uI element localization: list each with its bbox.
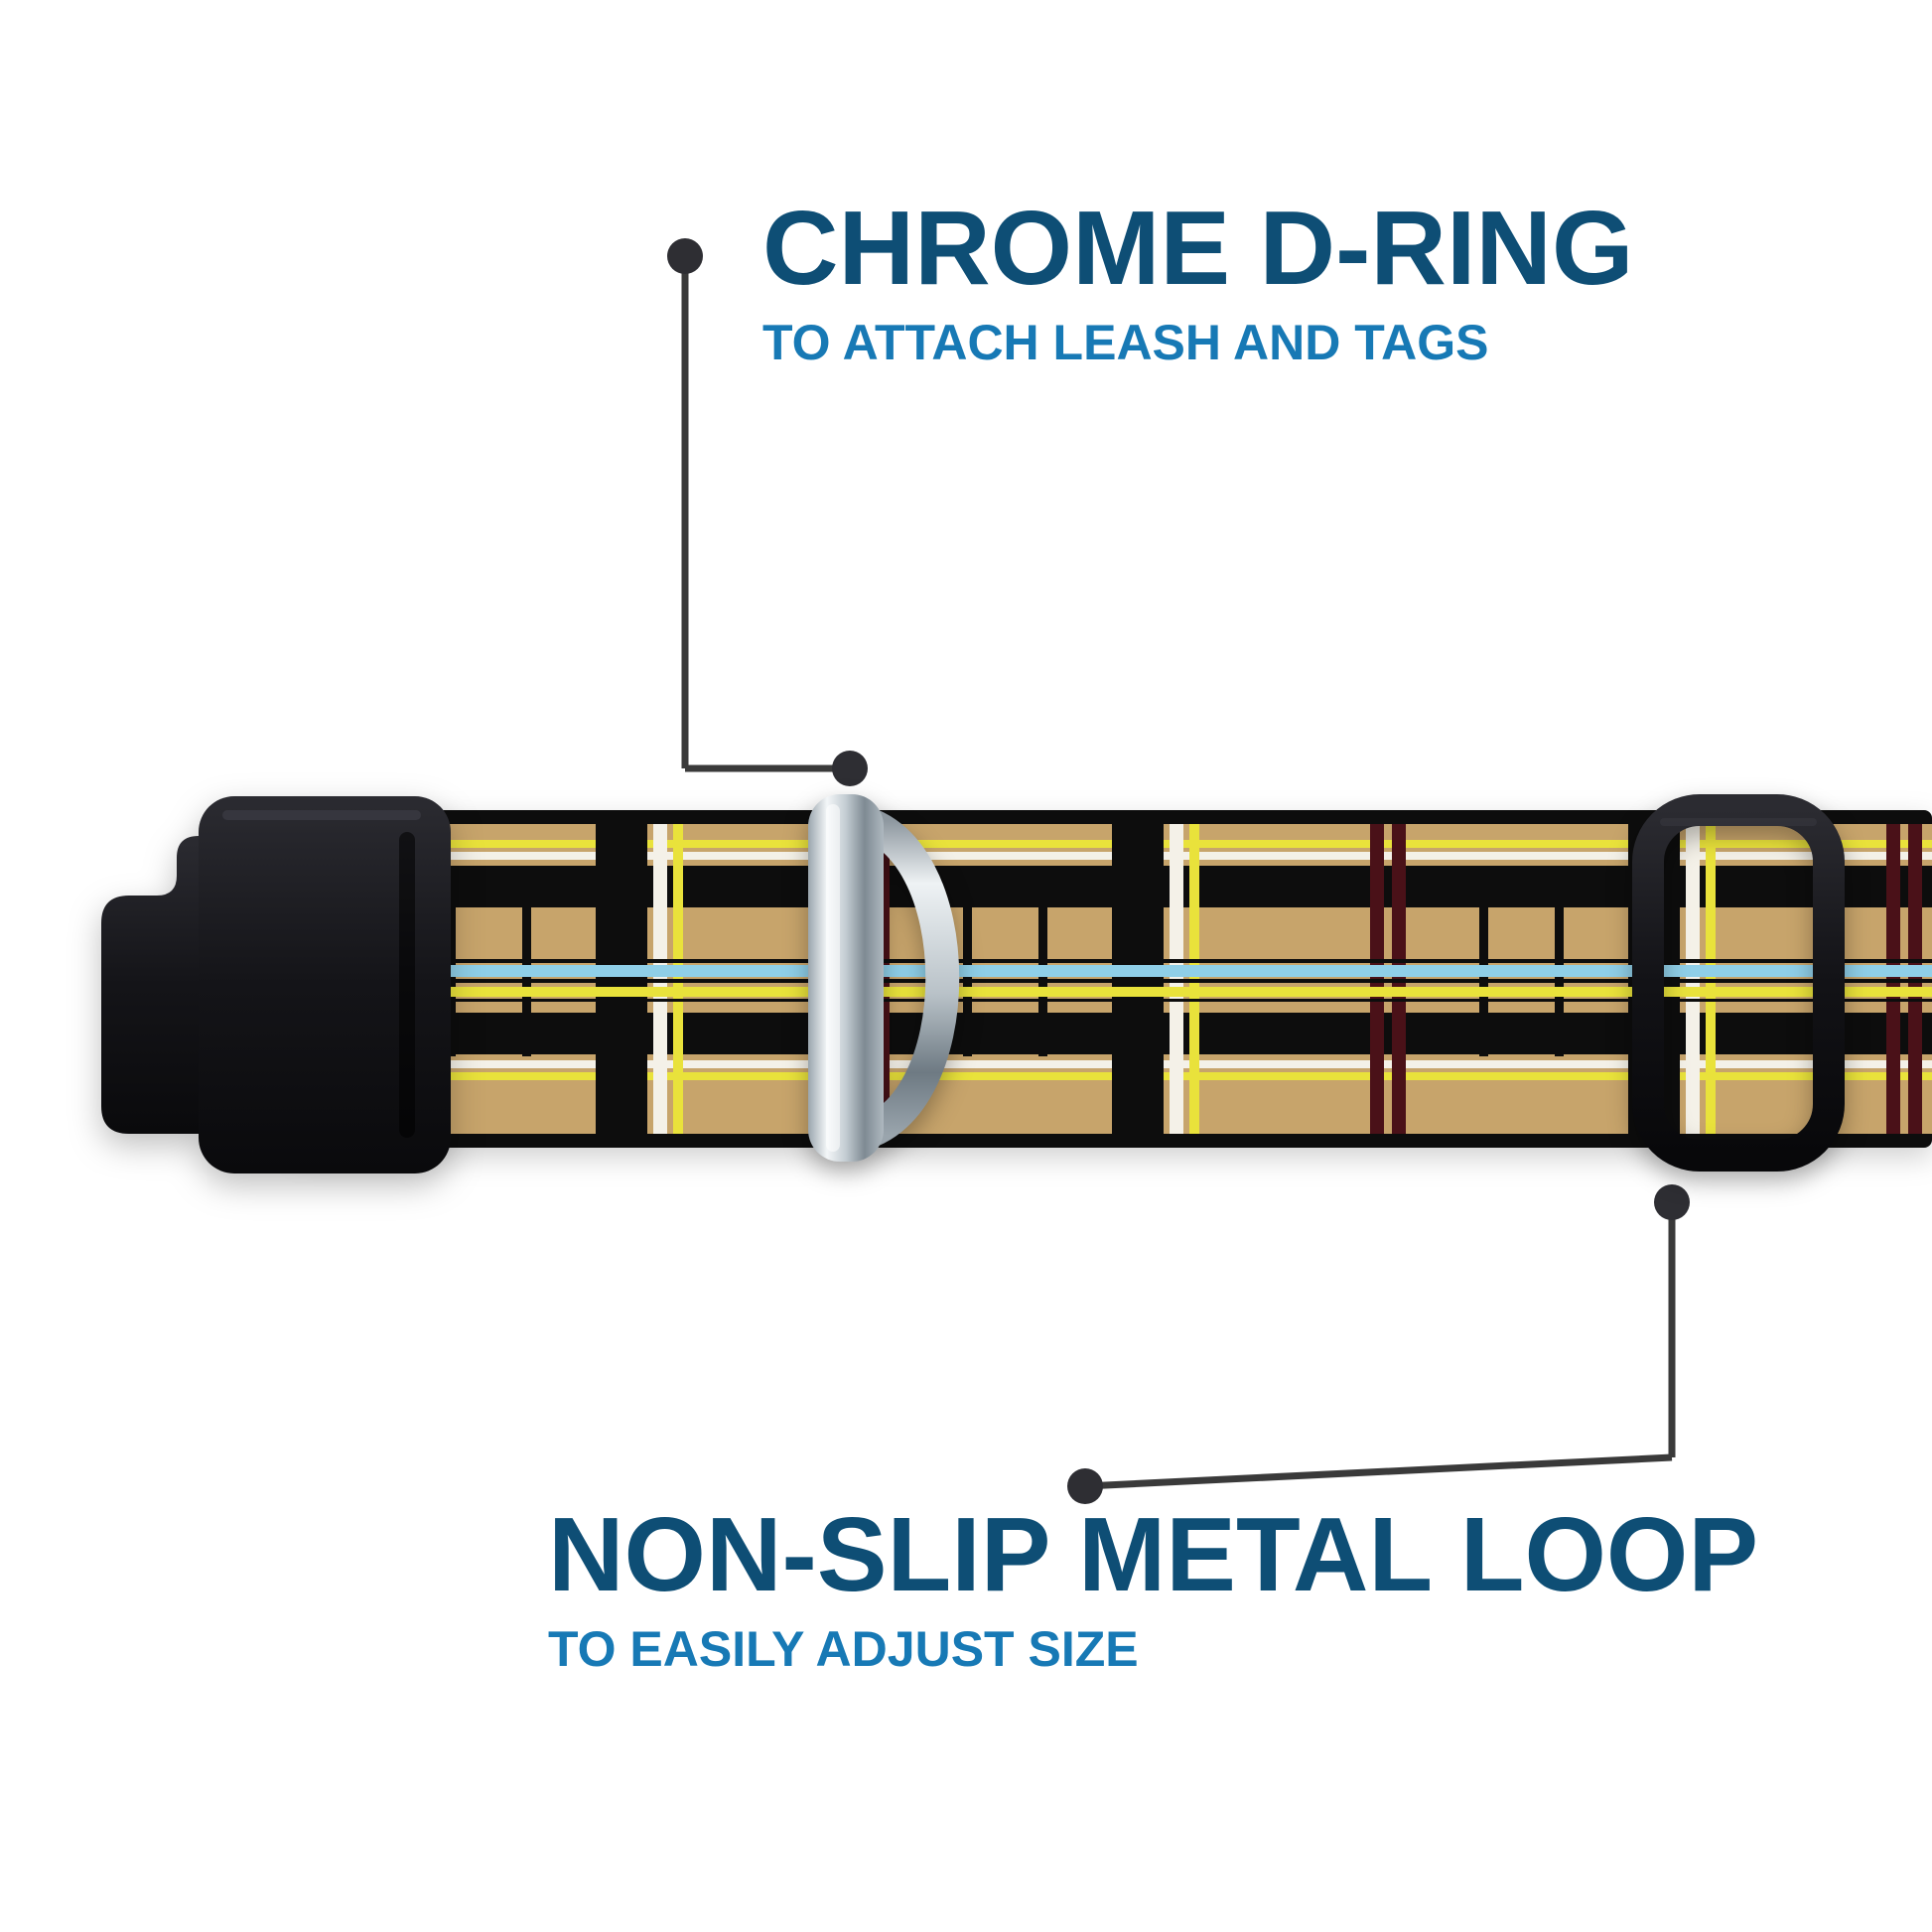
plaid-collar-strap xyxy=(298,810,1932,1148)
loop-callout-subtitle: TO EASILY ADJUST SIZE xyxy=(548,1621,1139,1678)
d-ring-shape xyxy=(808,794,960,1162)
slider-frame xyxy=(1632,794,1845,1172)
dring-callout-subtitle: TO ATTACH LEASH AND TAGS xyxy=(762,315,1489,371)
buckle-body xyxy=(101,796,451,1173)
callout-dot xyxy=(1654,1184,1690,1220)
callout-dot xyxy=(832,751,868,786)
dring-callout-title: CHROME D-RING xyxy=(762,190,1634,307)
loop-callout: NON-SLIP METAL LOOP TO EASILY ADJUST SIZ… xyxy=(548,1501,1758,1677)
metal-loop-slider-icon xyxy=(1632,794,1845,1172)
chrome-d-ring-icon xyxy=(808,794,960,1162)
loop-callout-line xyxy=(1084,1202,1676,1490)
callout-dot xyxy=(667,238,703,274)
loop-callout-title: NON-SLIP METAL LOOP xyxy=(548,1496,1759,1613)
strap-webbing xyxy=(298,810,1932,1148)
dring-callout: CHROME D-RING TO ATTACH LEASH AND TAGS xyxy=(762,195,1633,370)
side-release-buckle-icon xyxy=(101,796,451,1173)
